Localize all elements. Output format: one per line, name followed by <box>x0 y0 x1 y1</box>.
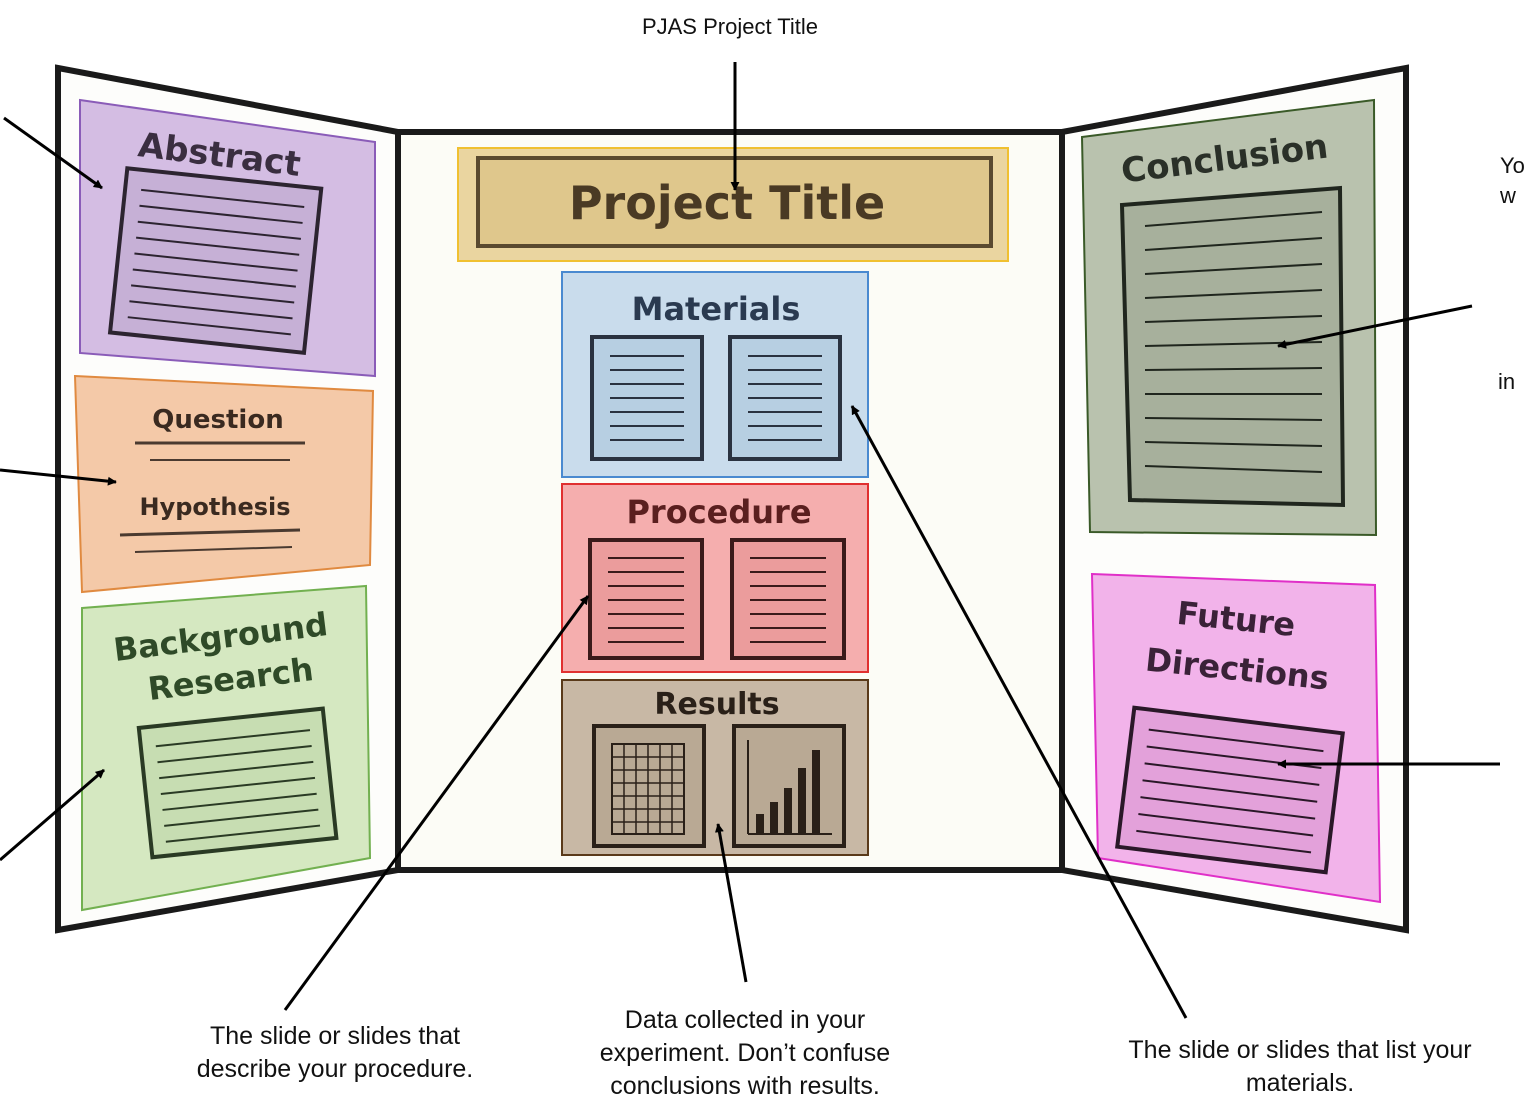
conclusion-section: Conclusion <box>1080 98 1378 537</box>
abstract-section: Abstract <box>79 98 376 378</box>
bar-chart-icon <box>732 724 846 848</box>
materials-heading: Materials <box>632 290 801 328</box>
future-directions-section: Future Directions <box>1090 572 1382 904</box>
materials-document-icon-right <box>728 335 842 461</box>
conclusion-annotation-fragment-3: in <box>1498 369 1516 394</box>
abstract-document-icon <box>107 166 324 355</box>
arrow-materials <box>850 405 1188 1019</box>
procedure-document-icon-right <box>730 538 846 660</box>
materials-section: Materials <box>561 271 869 478</box>
procedure-section: Procedure <box>561 483 869 673</box>
hypothesis-heading: Hypothesis <box>139 493 290 521</box>
procedure-heading: Procedure <box>626 493 811 531</box>
background-research-section: Background Research <box>81 584 372 912</box>
results-heading: Results <box>654 687 779 722</box>
question-hypothesis-section: Question Hypothesis <box>73 374 375 594</box>
future-document-icon <box>1115 705 1345 875</box>
project-title-annotation: PJAS Project Title <box>641 14 819 39</box>
arrow-procedure <box>283 595 590 1011</box>
background-document-icon <box>136 706 339 860</box>
title-section: Project Title <box>457 147 1009 262</box>
data-table-icon <box>592 724 706 848</box>
arrow-conclusion <box>1277 304 1473 349</box>
arrow-hypothesis <box>0 468 117 486</box>
materials-annotation: The slide or slides that list your mater… <box>1128 1036 1472 1097</box>
conclusion-annotation-fragment-2: w <box>1500 183 1516 208</box>
arrow-abstract <box>3 116 103 190</box>
results-section: Results <box>561 679 869 856</box>
results-annotation: Data collected in your experiment. Don’t… <box>599 1006 891 1100</box>
procedure-document-icon-left <box>588 538 704 660</box>
conclusion-document-icon <box>1119 185 1346 508</box>
arrow-results <box>714 823 748 983</box>
procedure-annotation: The slide or slides that describe your p… <box>196 1022 474 1083</box>
project-title-heading: Project Title <box>569 176 885 230</box>
arrow-background <box>0 768 105 862</box>
question-heading: Question <box>152 405 283 435</box>
materials-document-icon-left <box>590 335 704 461</box>
conclusion-annotation-fragment-1: Yo <box>1500 153 1524 178</box>
